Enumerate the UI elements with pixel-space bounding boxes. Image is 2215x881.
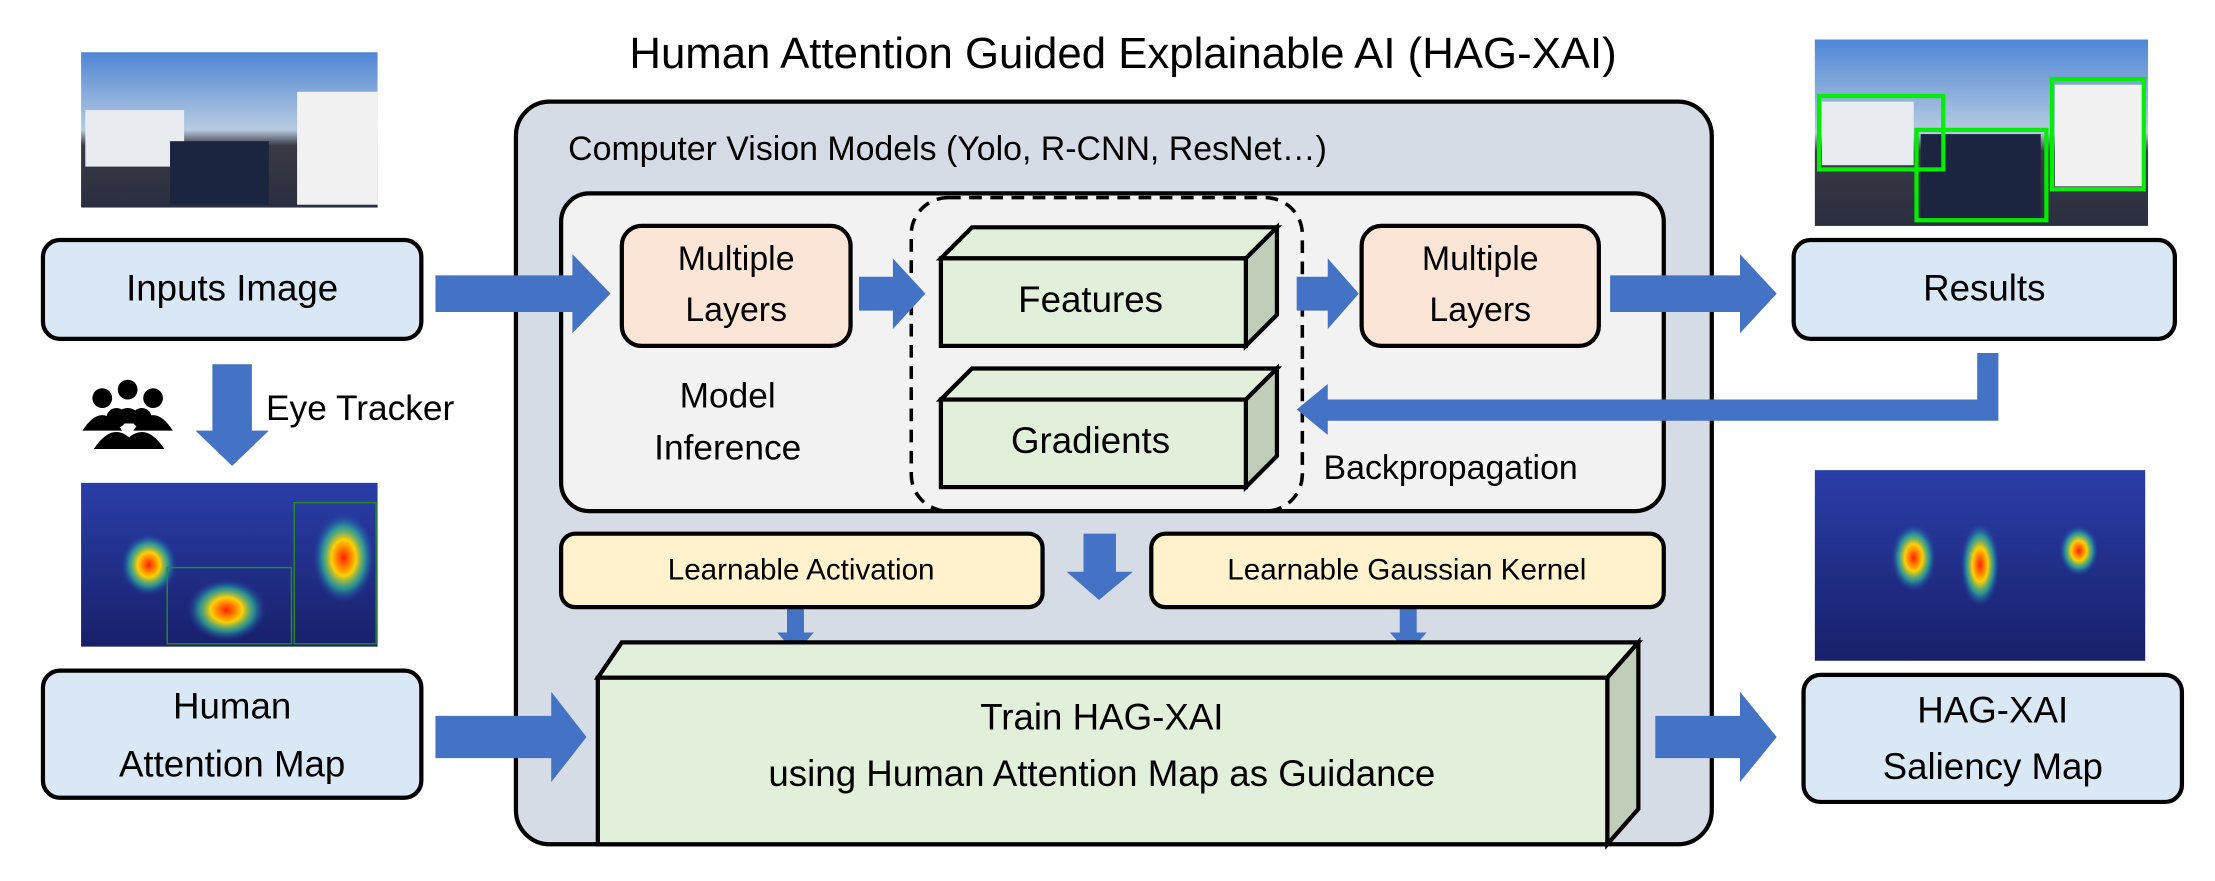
diagram-title: Human Attention Guided Explainable AI (H… [629,29,1616,78]
dashed-region [909,195,1305,513]
eye-tracker-label: Eye Tracker [266,389,454,428]
people-icon [82,379,173,449]
train-line1: Train HAG-XAI [980,697,1223,738]
learnable-kernel-box [1149,531,1666,610]
human-attention-line1: Human [173,685,291,726]
features-cube [935,222,1283,352]
layers2-line2: Layers [1429,291,1531,329]
panel-title: Computer Vision Models (Yolo, R-CNN, Res… [568,130,1327,168]
layers1-line1: Multiple [678,240,795,278]
flow-arrows [435,254,1999,783]
human-attention-photo [81,482,378,647]
arrow-icon [435,691,587,783]
results-label: Results [1923,268,2045,309]
learnable-kernel-label: Learnable Gaussian Kernel [1227,554,1586,587]
train-cube [593,636,1644,850]
layers1-line2: Layers [685,291,787,329]
backprop-arrow-icon [1296,352,1999,435]
results-photo [1814,39,2149,226]
saliency-photo [1814,470,2146,661]
arrow-icon [1066,533,1133,601]
arrow-icon [435,254,611,334]
learnable-activation-box [558,531,1045,610]
arrow-icon [859,258,926,329]
train-line2: using Human Attention Map as Guidance [768,753,1435,794]
layers2-line1: Multiple [1422,240,1539,278]
human-attention-map-box [40,668,424,800]
arrow-icon [1655,691,1777,783]
saliency-line1: HAG-XAI [1917,690,2068,731]
inference-line1: Model [680,376,776,415]
gradients-cube [935,363,1283,493]
saliency-map-box [1801,672,2185,805]
features-label: Features [1018,279,1163,320]
inputs-image-label: Inputs Image [126,268,338,309]
backpropagation-label: Backpropagation [1324,449,1578,487]
saliency-line2: Saliency Map [1883,746,2103,787]
gradients-label: Gradients [1011,420,1170,461]
input-photo [81,52,378,208]
multiple-layers-box-1 [619,223,853,349]
inputs-image-box [40,237,424,341]
human-attention-line2: Attention Map [119,743,345,784]
learnable-activation-label: Learnable Activation [668,554,935,587]
inference-line2: Inference [654,429,801,468]
multiple-layers-box-2 [1359,223,1601,349]
down-arrow-icon [195,364,269,466]
arrow-icon [1610,254,1777,334]
results-box [1791,237,2177,341]
